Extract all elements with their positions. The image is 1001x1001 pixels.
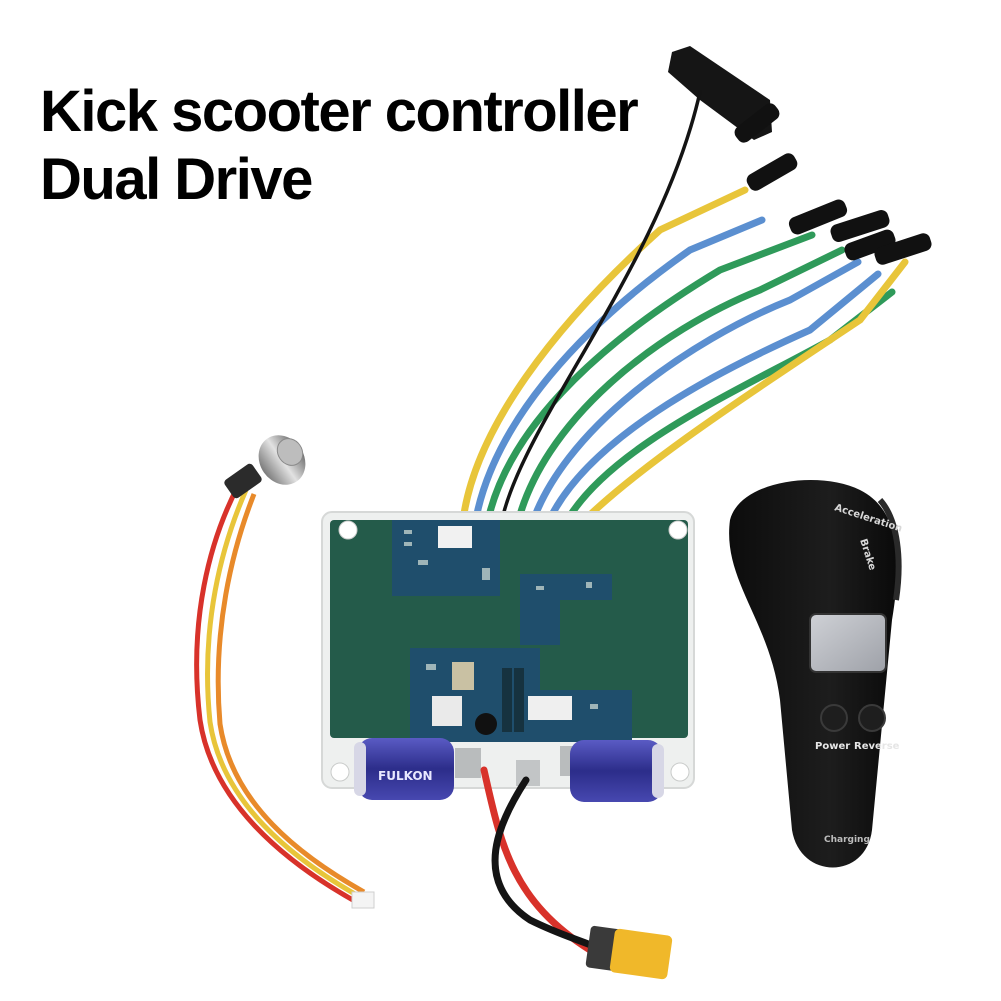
controller-board: [321, 511, 695, 789]
motor-wires: [458, 90, 909, 534]
remote-reverse-label: Reverse: [854, 741, 900, 752]
xt60-connector: [585, 925, 673, 980]
foam-pad: [668, 46, 772, 140]
remote-power-label: Power: [815, 741, 850, 752]
capacitor-left: FULKON: [354, 738, 454, 800]
power-switch: [194, 435, 375, 909]
capacitor-brand-label: FULKON: [378, 769, 433, 783]
bullet-connectors: [734, 103, 932, 265]
remote-throttle: Acceleration Brake Power Reverse Chargin…: [729, 480, 903, 868]
product-headline: Kick scooter controller Dual Drive: [40, 78, 639, 214]
remote-display: [809, 613, 887, 673]
power-leads: [480, 766, 602, 954]
remote-power-button: [820, 704, 848, 732]
headline-line-1: Kick scooter controller: [40, 79, 639, 144]
remote-reverse-button: [858, 704, 886, 732]
headline-line-2: Dual Drive: [40, 147, 313, 212]
remote-charging-label: Charging: [824, 835, 870, 845]
capacitor-right: [570, 740, 664, 802]
